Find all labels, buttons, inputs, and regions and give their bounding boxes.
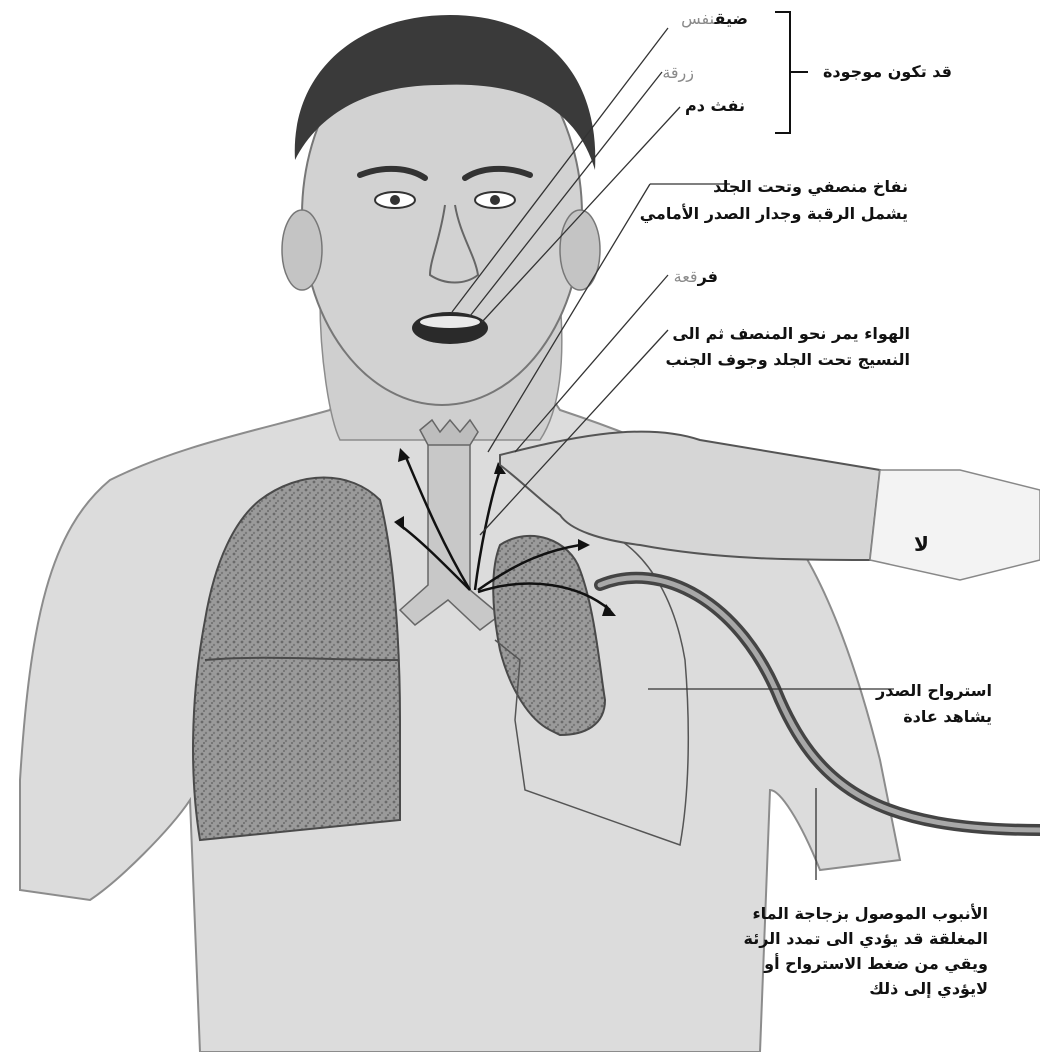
label-air-line2: النسيج تحت الجلد وجوف الجنب xyxy=(665,349,910,370)
label-emphysema-line1: نفاخ منصفي وتحت الجلد xyxy=(713,176,908,197)
label-ptx-line2: يشاهد عادة xyxy=(903,706,992,727)
label-dyspnea: ضيقنفس xyxy=(681,8,748,29)
label-may-be-present: قد تكون موجودة xyxy=(823,61,952,82)
label-hemoptysis: نفث دم xyxy=(685,95,745,116)
label-air-line1: الهواء يمر نحو المنصف ثم الى xyxy=(672,323,910,344)
label-crepitus-gray: قعة xyxy=(674,267,698,286)
side-mark: ﻻ xyxy=(914,532,929,556)
label-dyspnea-gray: نفس xyxy=(681,9,714,28)
label-ptx-line1: استرواح الصدر xyxy=(876,680,992,701)
label-tube-line2: المغلقة قد يؤدي الى تمدد الرئة xyxy=(743,928,988,949)
label-tube-line4: لايؤدي إلى ذلك xyxy=(869,978,988,999)
label-crepitus-bold: فر xyxy=(698,267,718,286)
label-crepitus: فرقعة xyxy=(674,266,718,287)
label-emphysema-line2: يشمل الرقبة وجدار الصدر الأمامي xyxy=(640,203,908,224)
label-tube-line3: ويقي من ضغط الاسترواح أو xyxy=(764,953,988,974)
label-cyanosis: زرقة xyxy=(662,62,694,83)
symptom-bracket xyxy=(775,12,808,133)
label-tube-line1: الأنبوب الموصول بزجاجة الماء xyxy=(752,903,988,924)
label-dyspnea-bold: ضيق xyxy=(714,9,748,28)
